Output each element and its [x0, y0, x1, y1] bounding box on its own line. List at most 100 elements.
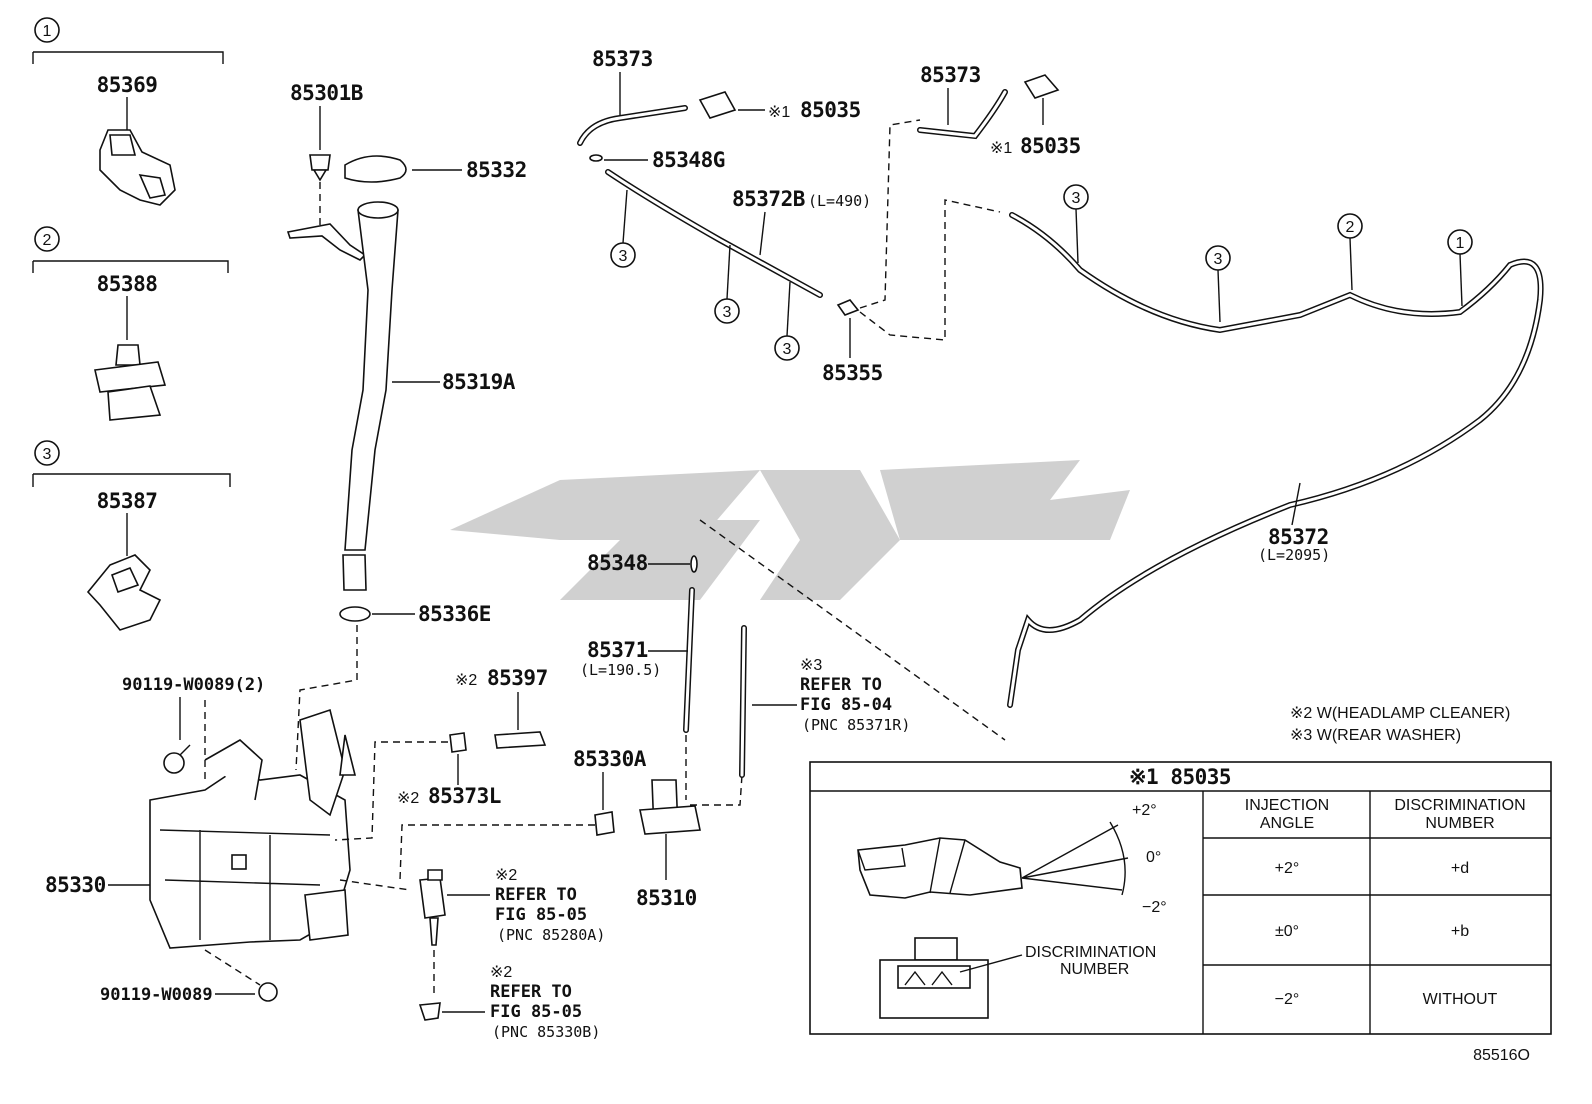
clip-85301B-icon [309, 154, 331, 171]
clamp-3-marker: 3 [1214, 251, 1223, 268]
note-rear: ※3 W(REAR WASHER) [1290, 727, 1461, 744]
label-85348G: 85348G [652, 148, 725, 172]
label-85373L: 85373L [428, 784, 501, 808]
text-label: (PNC 85371R) [802, 716, 910, 734]
clamp-1-marker: 1 [1456, 235, 1465, 252]
row-angle: +2° [1275, 860, 1300, 877]
cap-85332-icon [344, 155, 407, 183]
text-label: DISCRIMINATION [1025, 944, 1156, 961]
table-title: ※1 85035 [1129, 765, 1231, 789]
text-label: REFER TO [495, 885, 577, 905]
nozzle-table: ※1 85035 INJECTION ANGLE DISCRIMINATION … [809, 761, 1552, 1035]
col-discrimination-number: DISCRIMINATION [1394, 797, 1525, 814]
label-85336E: 85336E [418, 602, 491, 626]
label-85355: 85355 [822, 361, 883, 385]
clamp-2-marker: 2 [1346, 219, 1355, 236]
text-label: ※1 [990, 140, 1012, 157]
joint-85355-icon [836, 299, 860, 316]
text-label: ※3 [800, 657, 822, 674]
row-angle: −2° [1275, 991, 1300, 1008]
pump-85280A-icon [419, 877, 446, 919]
clip-group-1: 1 85369 [32, 17, 224, 206]
group-number: 3 [43, 446, 52, 463]
part-label: 85388 [97, 272, 158, 296]
filler-neck-assembly: 85301B 85332 85319A 85336E [286, 81, 527, 771]
part-label: 85387 [97, 489, 158, 513]
row-number: WITHOUT [1423, 991, 1498, 1008]
text-label: +2° [1132, 802, 1157, 819]
text-label: ※1 [768, 104, 790, 121]
label-85372B: 85372B [732, 187, 805, 211]
label-85310: 85310 [636, 886, 697, 910]
text-label: REFER TO [800, 675, 882, 695]
label-90119: 90119-W0089 [100, 985, 213, 1005]
group-number: 2 [43, 232, 52, 249]
row-angle: ±0° [1275, 923, 1299, 940]
label-85372B-length: (L=490) [808, 192, 871, 210]
clip-group-2: 2 85388 [32, 226, 229, 421]
svg-text:ANGLE: ANGLE [1260, 815, 1314, 832]
clip-85369-icon [99, 129, 176, 206]
valve-85330B-icon [418, 1002, 441, 1021]
grommet-85330A-icon [594, 811, 615, 836]
washer-tank-85330: 90119-W0089(2) 85330 90119-W0089 [45, 675, 357, 1005]
nozzle-85035-a-icon [698, 91, 737, 119]
label-85372: 85372 [1268, 525, 1329, 549]
text-label: ※2 [397, 790, 419, 807]
text-label: REFER TO [490, 982, 572, 1002]
group-number: 1 [43, 23, 52, 40]
text-label: ※2 [495, 867, 517, 884]
seal-85336E-icon [339, 606, 371, 622]
label-85301B: 85301B [290, 81, 363, 105]
text-label: FIG 85-05 [490, 1002, 582, 1022]
note-headlamp: ※2 W(HEADLAMP CLEANER) [1290, 705, 1510, 722]
headlamp-cleaner-parts: ※2 85397 ※2 85373L [334, 666, 548, 1021]
clip-group-3: 3 85387 [32, 440, 231, 631]
label-85319A: 85319A [442, 370, 516, 394]
text-label: ※2 [490, 964, 512, 981]
svg-text:NUMBER: NUMBER [1425, 815, 1494, 832]
cap-85373L-icon [449, 732, 467, 753]
label-85035-a: 85035 [800, 98, 861, 122]
rear-hoses: 85373 ※1 85035 3 3 2 1 85372 (L=2095) [699, 63, 1544, 741]
label-85373-b: 85373 [920, 63, 981, 87]
watermark-logo [450, 460, 1130, 600]
clamp-3-marker: 3 [619, 248, 628, 265]
label-85348: 85348 [587, 551, 648, 575]
clip-85388-icon [94, 344, 167, 421]
row-number: +d [1451, 860, 1469, 877]
front-hoses: 85373 ※1 85035 85348G 3 3 3 85372B (L=49… [577, 47, 1001, 385]
clamp-3-marker: 3 [1072, 190, 1081, 207]
row-number: +b [1451, 923, 1469, 940]
label-85397: 85397 [487, 666, 548, 690]
nozzle-85035-b-icon [1023, 74, 1060, 99]
text-label: (PNC 85280A) [497, 926, 605, 944]
text-label: FIG 85-04 [800, 695, 892, 715]
label-85372-length: (L=2095) [1258, 546, 1330, 564]
label-90119-2: 90119-W0089(2) [122, 675, 265, 695]
refer-notes: ※2 REFER TO FIG 85-05 (PNC 85280A) ※2 RE… [490, 657, 910, 1041]
col-injection-angle: INJECTION [1245, 797, 1329, 814]
text-label: FIG 85-05 [495, 905, 587, 925]
text-label: ※2 [455, 672, 477, 689]
clamp-3-marker: 3 [783, 341, 792, 358]
legend-notes: ※2 W(HEADLAMP CLEANER) ※3 W(REAR WASHER) [1290, 705, 1510, 744]
label-85373-a: 85373 [592, 47, 653, 71]
joint-85348G-icon [589, 154, 603, 162]
figure-id: 85516O [1473, 1047, 1530, 1064]
clip-85387-icon [86, 554, 162, 631]
discrimination-view: DISCRIMINATION NUMBER [879, 937, 1156, 1019]
label-85035-b: 85035 [1020, 134, 1081, 158]
text-label: NUMBER [1060, 961, 1129, 978]
pump-and-hoses: 85330A 85310 85348 85371 (L=190.5) [399, 551, 797, 910]
bolt-icon [258, 982, 278, 1002]
clamp-3-marker: 3 [723, 304, 732, 321]
label-85371: 85371 [587, 638, 648, 662]
plug-85397-icon [494, 731, 547, 749]
part-label: 85369 [97, 73, 158, 97]
label-85332: 85332 [466, 158, 527, 182]
joint-85348-icon [690, 555, 698, 573]
label-85371-length: (L=190.5) [580, 661, 661, 679]
